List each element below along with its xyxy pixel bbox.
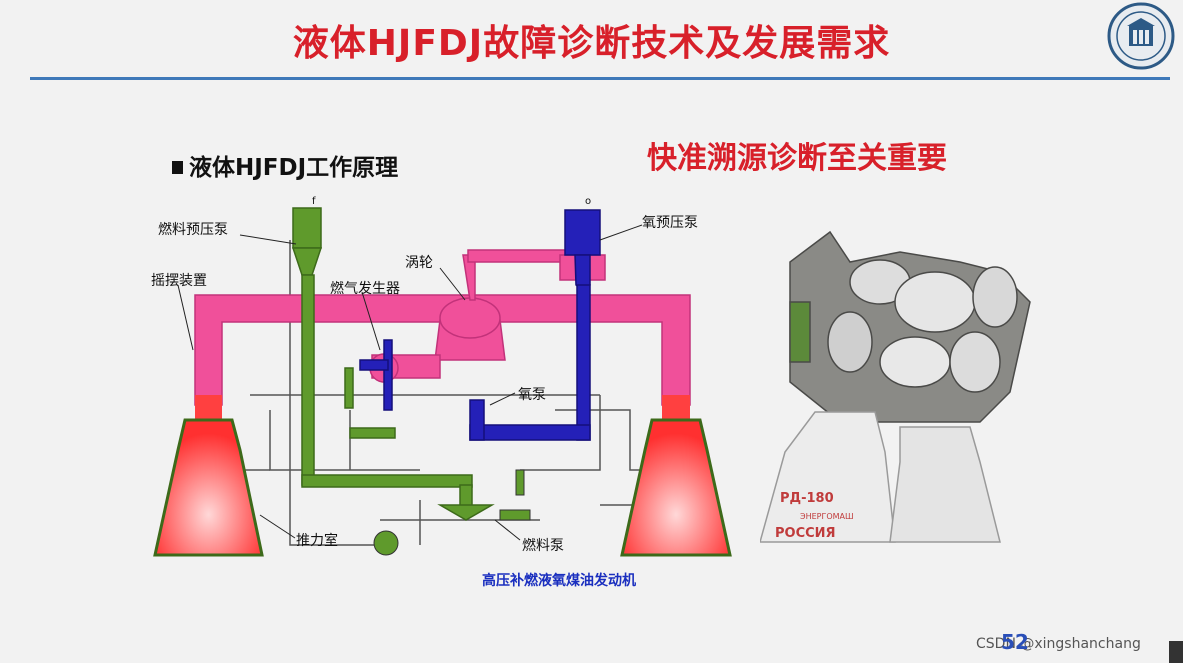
- diagram-caption: 高压补燃液氧煤油发动机: [482, 573, 636, 589]
- leader-lines: [177, 224, 643, 541]
- fuel-line: [291, 207, 495, 521]
- engine-marking-1: РД-180: [780, 491, 834, 506]
- nozzle-left: [153, 395, 264, 557]
- fuel-inlet-mark: f: [312, 196, 316, 207]
- label-fuel-pump: 燃料泵: [522, 538, 564, 554]
- slide-title: 液体HJFDJ故障诊断技术及发展需求: [292, 23, 891, 64]
- label-fuel-prepump: 燃料预压泵: [158, 222, 228, 238]
- square-bullet-icon: [172, 161, 183, 174]
- label-oxidizer-prepump: 氧预压泵: [642, 215, 698, 231]
- engine-nozzles: [760, 411, 1001, 543]
- section-heading: 液体HJFDJ工作原理: [172, 148, 398, 182]
- section-heading-text: 液体HJFDJ工作原理: [189, 155, 399, 181]
- label-thrust-chamber: 推力室: [296, 533, 338, 549]
- title-divider: [30, 77, 1170, 80]
- key-message: 快准溯源诊断至关重要: [647, 141, 947, 176]
- engine-marking-3: РОССИЯ: [775, 526, 836, 541]
- engine-plumbing: [789, 230, 1031, 423]
- page-number: 52: [1001, 630, 1029, 654]
- nozzle-right: [620, 395, 732, 557]
- oxidizer-line: [359, 209, 601, 441]
- watermark: CSDN @xingshanchang: [976, 636, 1141, 652]
- corner-tab: [1169, 641, 1183, 663]
- label-gimbal: 摇摆装置: [151, 273, 207, 289]
- university-seal-icon: [1107, 2, 1175, 70]
- valves: [373, 469, 531, 556]
- oxidizer-inlet-mark: o: [585, 196, 591, 207]
- label-oxygen-pump: 氧泵: [518, 387, 546, 403]
- engine-schematic: f o: [153, 196, 732, 557]
- label-gas-generator: 燃气发生器: [330, 281, 400, 297]
- engine-marking-2: ЭНЕРГОМАШ: [800, 512, 854, 521]
- label-turbine: 涡轮: [405, 255, 433, 271]
- engine-photo: РД-180 ЭНЕРГОМАШ РОССИЯ: [760, 222, 1040, 562]
- hot-gas-manifold: [194, 249, 691, 406]
